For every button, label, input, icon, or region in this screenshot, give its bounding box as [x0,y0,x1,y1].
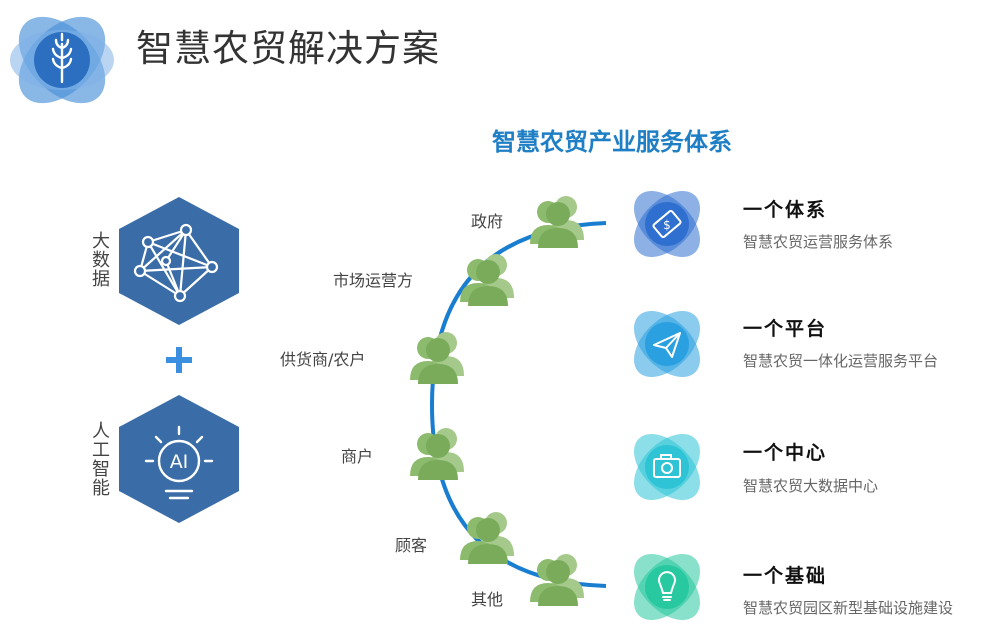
big-data-hexagon [118,197,240,325]
service-badge-platform [626,303,708,385]
service-badge-center [626,426,708,508]
wheat-icon [51,32,73,84]
people-icon [530,554,584,606]
people-icon [410,332,464,384]
big-data-label: 大数据 [92,231,110,290]
page-title: 智慧农贸解决方案 [136,27,440,70]
ai-lightbulb-icon [144,425,214,500]
actor-label-merchant: 商户 [341,447,374,466]
service-title-platform: 一个平台 [743,318,828,340]
people-icon [410,428,464,480]
service-desc-platform: 智慧农贸一体化运营服务平台 [743,352,939,370]
logo [6,4,118,116]
people-icon [460,512,514,564]
diagram-title: 智慧农贸产业服务体系 [492,128,732,156]
ai-icon-text: AI [170,451,189,473]
actor-label-other: 其他 [471,590,504,609]
actor-label-government: 政府 [471,212,504,231]
network-graph-icon [133,223,219,303]
ai-label: 人工智能 [92,421,110,499]
paper-plane-icon [653,332,681,358]
money-note-icon: $ [652,209,682,239]
service-badge-system: $ [626,183,708,265]
service-title-center: 一个中心 [743,442,828,464]
service-desc-center: 智慧农贸大数据中心 [743,477,879,495]
actor-label-market-operator: 市场运营方 [333,271,414,290]
ai-hexagon: AI [118,395,240,523]
service-desc-foundation: 智慧农贸园区新型基础设施建设 [743,599,954,617]
service-desc-system: 智慧农贸运营服务体系 [743,233,894,251]
camera-icon [653,454,681,478]
actor-label-supplier-farmer: 供货商/农户 [280,350,366,369]
service-title-foundation: 一个基础 [743,565,828,587]
people-icon [530,196,584,248]
service-badge-foundation [626,546,708,628]
service-title-system: 一个体系 [743,199,828,221]
plus-icon [164,345,194,375]
svg-text:$: $ [663,218,671,232]
people-icon [460,254,514,306]
lightbulb-icon [658,571,676,601]
actor-label-customer: 顾客 [395,536,428,555]
